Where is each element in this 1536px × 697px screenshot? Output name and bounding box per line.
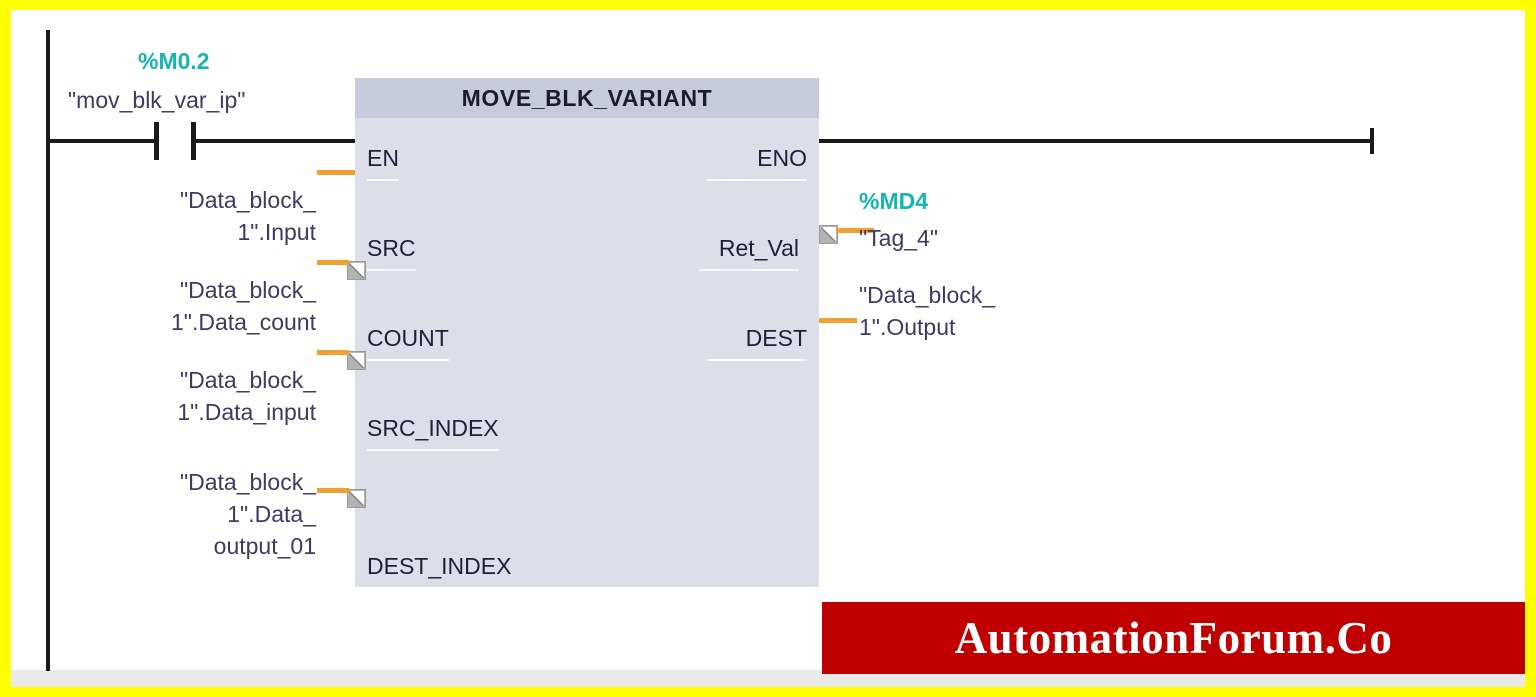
contact-bar-right[interactable]	[191, 122, 196, 160]
connector-src	[317, 170, 355, 175]
wire-contact-to-en	[196, 139, 355, 143]
wire-eno-output	[819, 139, 1374, 143]
connector-ret-val	[836, 228, 874, 233]
operand-dest-index-line2: 1".Data_	[227, 501, 316, 527]
operand-count-line1: "Data_block_	[179, 277, 316, 303]
param-ret-val[interactable]: Ret_Val	[698, 235, 800, 271]
contact-symbol: "mov_blk_var_ip"	[68, 87, 246, 113]
marker-ret-val-icon	[819, 225, 838, 244]
contact-address: %M0.2	[138, 48, 210, 74]
operand-count-line2: 1".Data_count	[171, 309, 316, 335]
marker-dest-index-icon	[347, 489, 366, 508]
operand-src-line2: 1".Input	[237, 219, 316, 245]
marker-count-icon	[347, 261, 366, 280]
wire-eno-terminator	[1370, 128, 1374, 154]
bottom-strip	[11, 670, 1525, 687]
param-src-index[interactable]: SRC_INDEX	[367, 415, 499, 451]
power-rail-left	[46, 30, 50, 671]
operand-dest-line2: 1".Output	[859, 314, 956, 340]
wire-rail-to-contact	[46, 139, 154, 143]
watermark-banner: AutomationForum.Co	[822, 602, 1525, 674]
function-block-move-blk-variant[interactable]: MOVE_BLK_VARIANT EN SRC COUNT SRC_INDEX …	[355, 78, 819, 589]
function-block-title: MOVE_BLK_VARIANT	[461, 84, 713, 111]
operand-src-index-line1: "Data_block_	[179, 367, 316, 393]
ladder-canvas: %M0.2 "mov_blk_var_ip" MOVE_BLK_VARIANT …	[11, 10, 1525, 687]
marker-src-index-icon	[347, 351, 366, 370]
operand-src-index-line2: 1".Data_input	[177, 399, 316, 425]
watermark-text: AutomationForum.Co	[954, 613, 1393, 663]
operand-ret-val-address: %MD4	[859, 188, 929, 214]
operand-dest-index-line1: "Data_block_	[179, 469, 316, 495]
contact-bar-left[interactable]	[154, 122, 159, 160]
param-eno[interactable]: ENO	[707, 145, 807, 181]
operand-ret-val-symbol: "Tag_4"	[859, 225, 938, 251]
connector-dest-index	[317, 488, 349, 493]
param-src[interactable]: SRC	[367, 235, 416, 271]
connector-src-index	[317, 350, 349, 355]
operand-src-line1: "Data_block_	[179, 187, 316, 213]
param-en[interactable]: EN	[367, 145, 399, 181]
param-count[interactable]: COUNT	[367, 325, 449, 361]
operand-dest-index-line3: output_01	[213, 533, 316, 559]
param-dest[interactable]: DEST	[706, 325, 808, 361]
param-dest-index[interactable]: DEST_INDEX	[367, 553, 512, 589]
connector-count	[317, 260, 349, 265]
connector-dest	[819, 318, 857, 323]
function-block-header: MOVE_BLK_VARIANT	[355, 78, 819, 118]
operand-dest-line1: "Data_block_	[859, 282, 996, 308]
